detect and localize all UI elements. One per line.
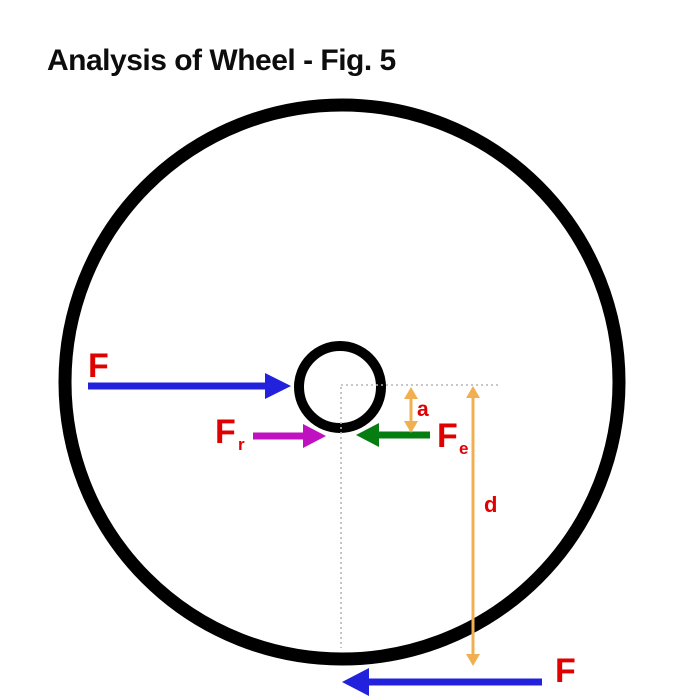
label-rim-force-subscript: r	[238, 435, 245, 454]
down-arrowhead-icon	[466, 654, 480, 666]
label-effort-force: F	[437, 417, 458, 455]
down-arrowhead-icon	[404, 421, 418, 433]
left-arrowhead-icon	[342, 668, 369, 696]
applied-force-arrow-left	[88, 373, 291, 399]
label-axle-radius: a	[417, 398, 429, 421]
up-arrowhead-icon	[466, 386, 480, 398]
effort-force-arrow	[356, 423, 430, 447]
rim-force-arrow	[253, 424, 326, 448]
right-arrowhead-icon	[265, 373, 291, 399]
wheel-rim	[58, 98, 626, 666]
label-applied-force-bottom: F	[555, 652, 576, 690]
up-arrowhead-icon	[404, 387, 418, 399]
applied-force-arrow-bottom	[342, 668, 542, 696]
right-arrowhead-icon	[303, 424, 326, 448]
axle-radius-dimension-arrow	[404, 387, 418, 433]
label-wheel-radius: d	[484, 492, 497, 517]
axle-circle	[294, 341, 386, 433]
label-rim-force: F	[215, 413, 236, 451]
label-effort-force-subscript: e	[459, 439, 468, 458]
figure-title: Analysis of Wheel - Fig. 5	[47, 44, 396, 77]
left-arrowhead-icon	[356, 423, 379, 447]
label-applied-force-left: F	[88, 347, 109, 385]
wheel-radius-dimension-arrow	[466, 386, 480, 666]
